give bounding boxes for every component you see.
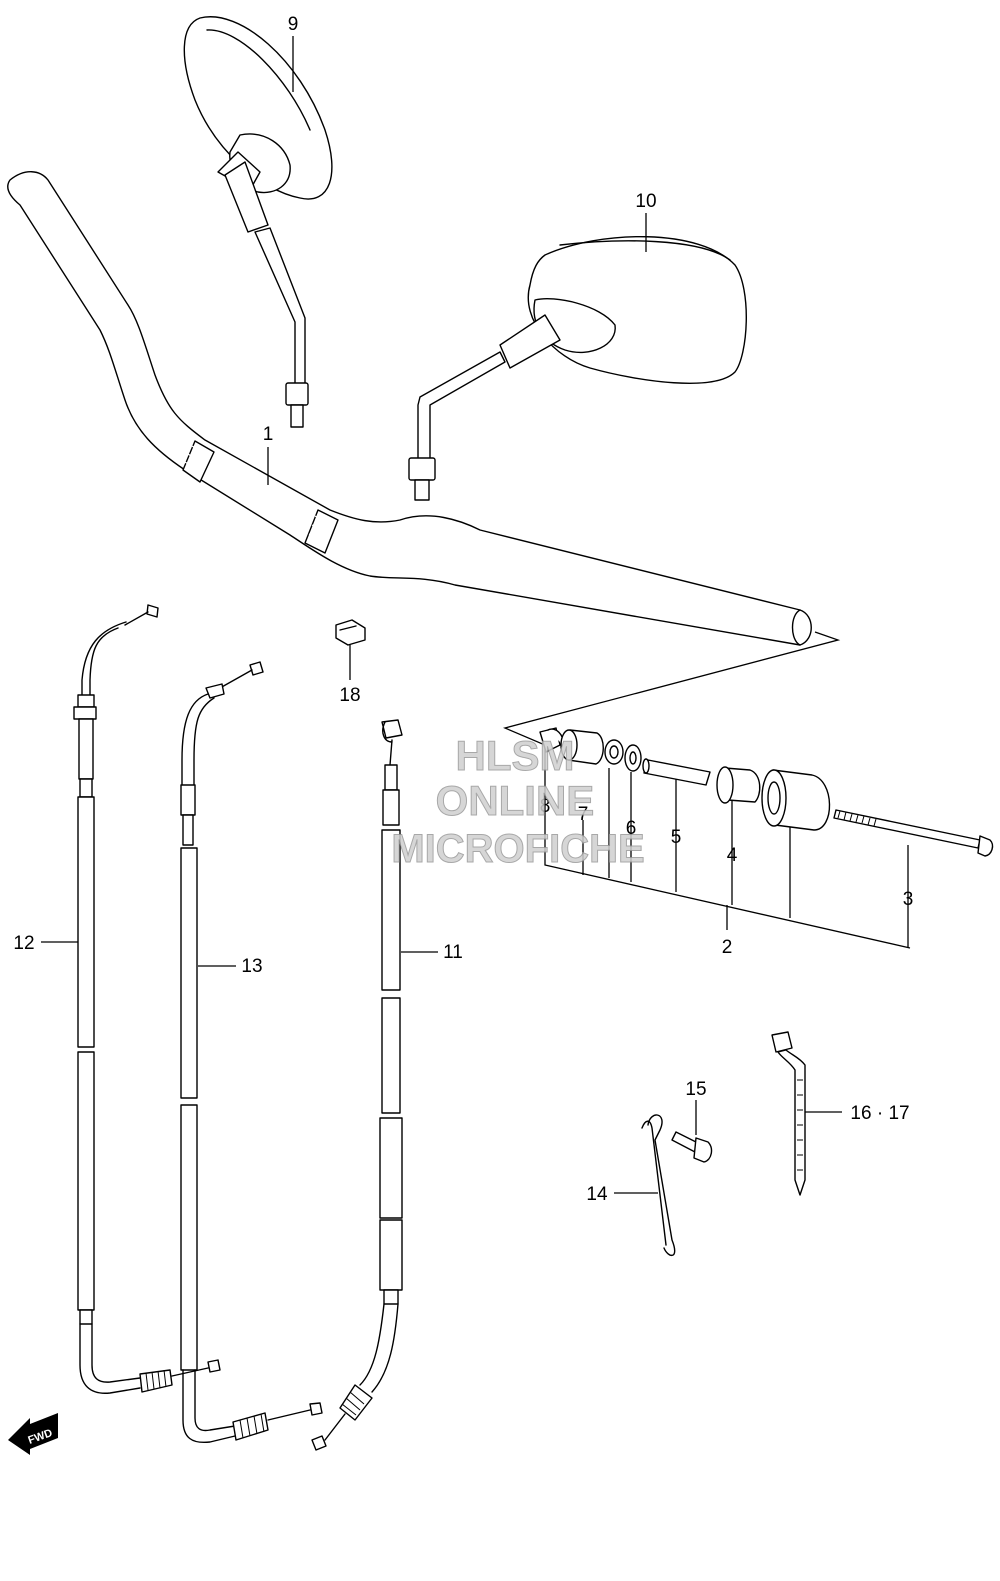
mirror-right-part[interactable] (408, 235, 747, 501)
fwd-arrow-icon: FWD (8, 1413, 58, 1455)
part-5-rod[interactable] (642, 758, 711, 786)
watermark: HLSM ONLINE MICROFICHE (391, 732, 645, 872)
knurled-band-1 (182, 440, 215, 483)
mirror-left-part[interactable] (183, 16, 333, 428)
part-14-stay[interactable] (641, 1114, 676, 1256)
handlebar-part[interactable] (7, 171, 812, 646)
callout-5: 5 (671, 827, 682, 848)
callout-6: 6 (626, 818, 637, 839)
part-15-bolt[interactable] (671, 1100, 713, 1163)
watermark-line-3: MICROFICHE (391, 827, 644, 871)
callout-8: 8 (540, 796, 551, 817)
part-7-collar[interactable] (560, 729, 604, 765)
callout-10: 10 (635, 191, 656, 212)
callout-18: 18 (339, 685, 360, 706)
callout-16-17: 16 · 17 (850, 1103, 909, 1124)
callout-13: 13 (241, 956, 262, 977)
part-6-washer[interactable] (624, 744, 642, 772)
callout-4: 4 (727, 845, 738, 866)
part-4-spacer[interactable] (716, 766, 761, 804)
part-16-17-cable-tie[interactable] (771, 1031, 806, 1196)
callout-14: 14 (586, 1184, 608, 1205)
watermark-line-2: ONLINE (436, 777, 595, 824)
callout-7: 7 (578, 804, 589, 825)
knurled-band-2 (304, 509, 339, 554)
cable-11-part[interactable] (311, 719, 403, 1451)
watermark-line-1: HLSM (456, 732, 575, 779)
part-8-nut[interactable] (539, 727, 564, 753)
callout-11: 11 (443, 942, 463, 963)
callout-labels: 9 10 1 18 8 7 6 5 4 3 2 12 13 11 15 16 ·… (13, 14, 913, 1205)
callout-12: 12 (13, 933, 34, 954)
callout-3: 3 (903, 889, 914, 910)
cable-12-part[interactable] (73, 604, 221, 1394)
part-18-clamp[interactable] (335, 619, 366, 680)
part-7-washer[interactable] (604, 739, 624, 765)
callout-15: 15 (685, 1079, 706, 1100)
leader-lines (41, 36, 842, 1194)
cable-13-part[interactable] (180, 661, 323, 1444)
callout-1: 1 (263, 424, 274, 445)
part-2-weight[interactable] (761, 769, 831, 831)
callout-2: 2 (722, 937, 733, 958)
callout-9: 9 (288, 14, 299, 35)
part-3-bolt[interactable] (833, 809, 994, 857)
